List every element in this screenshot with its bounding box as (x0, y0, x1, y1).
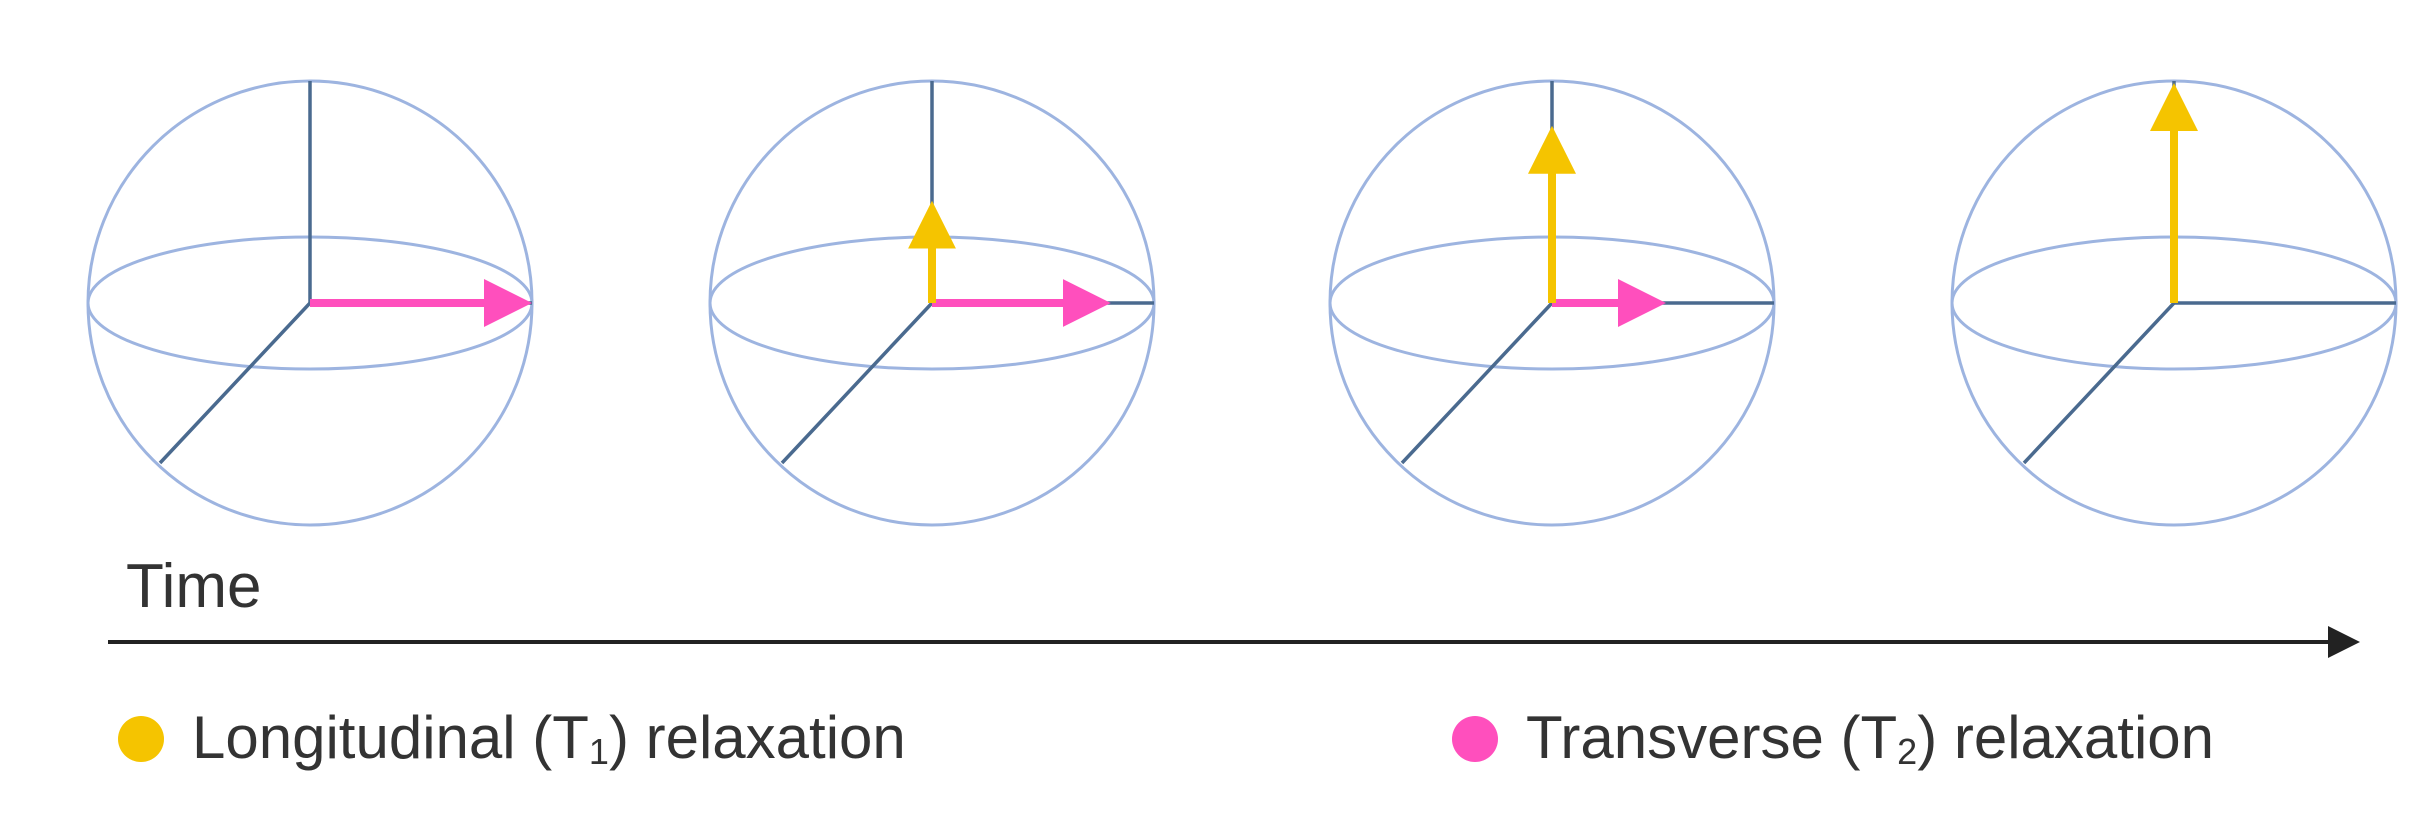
spheres-group (86, 79, 2398, 527)
legend-longitudinal-label: Longitudinal (T1) relaxation (192, 708, 906, 770)
legend-longitudinal-prefix: Longitudinal (T (192, 704, 589, 771)
sphere-4 (1950, 79, 2398, 527)
sphere-1 (86, 79, 534, 527)
transverse-dot-icon (1452, 716, 1498, 762)
legend-longitudinal-suffix: ) relaxation (608, 704, 906, 771)
legend-transverse-prefix: Transverse (T (1526, 704, 1898, 771)
legend-longitudinal: Longitudinal (T1) relaxation (118, 704, 906, 774)
sphere-2 (708, 79, 1156, 527)
y-axis (158, 301, 312, 465)
longitudinal-dot-icon (118, 716, 164, 762)
sphere-3 (1328, 79, 1776, 527)
legend-transverse-label: Transverse (T2) relaxation (1526, 708, 2214, 770)
y-axis (1400, 301, 1554, 465)
legend-transverse-subscript: 2 (1897, 731, 1918, 772)
time-label: Time (126, 552, 262, 621)
y-axis (780, 301, 934, 465)
y-axis (2022, 301, 2176, 465)
legend-longitudinal-subscript: 1 (588, 731, 609, 772)
legend-transverse-suffix: ) relaxation (1917, 704, 2215, 771)
legend-transverse: Transverse (T2) relaxation (1452, 704, 2214, 774)
